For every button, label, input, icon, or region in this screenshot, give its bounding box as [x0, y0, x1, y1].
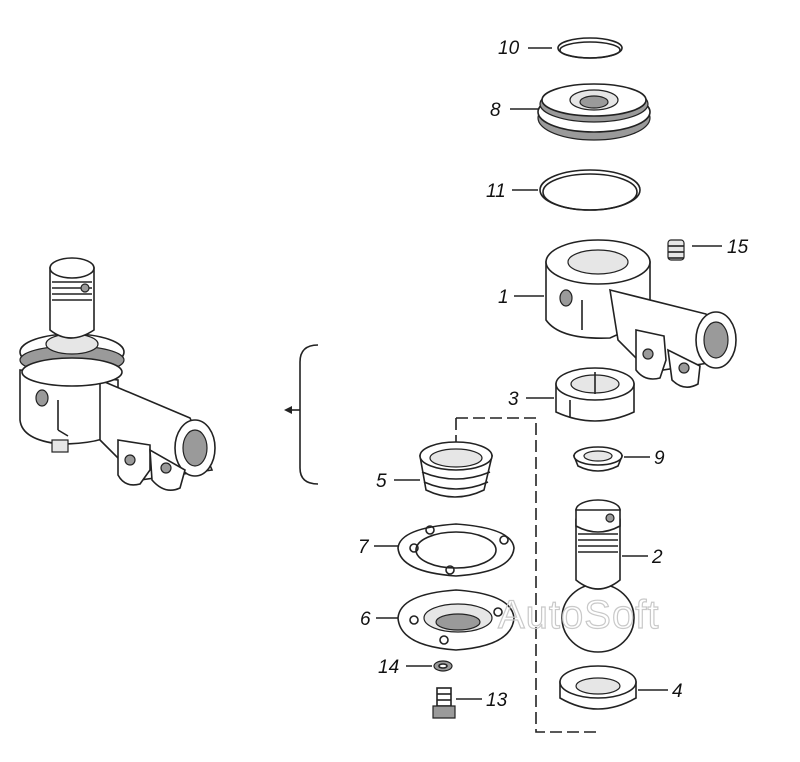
part-7-gasket — [397, 523, 515, 577]
part-13-bolt — [432, 687, 456, 719]
part-1-housing — [545, 239, 737, 388]
exploded-view-bracket-icon — [284, 344, 319, 485]
callout-2: 2 — [651, 547, 663, 568]
leader-lines — [374, 47, 722, 700]
callout-1: 1 — [498, 287, 509, 308]
callout-15: 15 — [727, 237, 749, 258]
part-4-seat-ring — [559, 665, 637, 710]
part-9-cup — [572, 446, 624, 472]
callout-3: 3 — [508, 389, 519, 410]
callout-11: 11 — [486, 181, 506, 202]
part-3-split-bushing — [555, 367, 635, 422]
part-14-washer — [433, 660, 453, 672]
callout-5: 5 — [376, 471, 387, 492]
callout-10: 10 — [498, 38, 520, 59]
ball-joint-assembly-icon — [19, 257, 216, 491]
watermark: AutoSoft — [498, 593, 659, 637]
callout-9: 9 — [654, 448, 665, 469]
callout-4: 4 — [672, 681, 683, 702]
part-10-retaining-ring — [557, 37, 623, 59]
callout-6: 6 — [360, 609, 371, 630]
part-2-ball-pin — [561, 499, 635, 653]
callout-13: 13 — [486, 690, 508, 711]
callout-numbers: 10 8 11 15 1 3 9 5 2 7 6 14 13 4 — [358, 38, 749, 711]
part-11-spring-ring — [539, 169, 641, 211]
part-6-cover-plate — [397, 589, 515, 651]
callout-7: 7 — [358, 537, 370, 558]
part-8-seal-plug — [537, 83, 651, 141]
callout-8: 8 — [490, 100, 501, 121]
part-5-dust-boot — [419, 441, 494, 498]
callout-14: 14 — [378, 657, 399, 678]
part-15-grease-nipple — [667, 239, 685, 261]
